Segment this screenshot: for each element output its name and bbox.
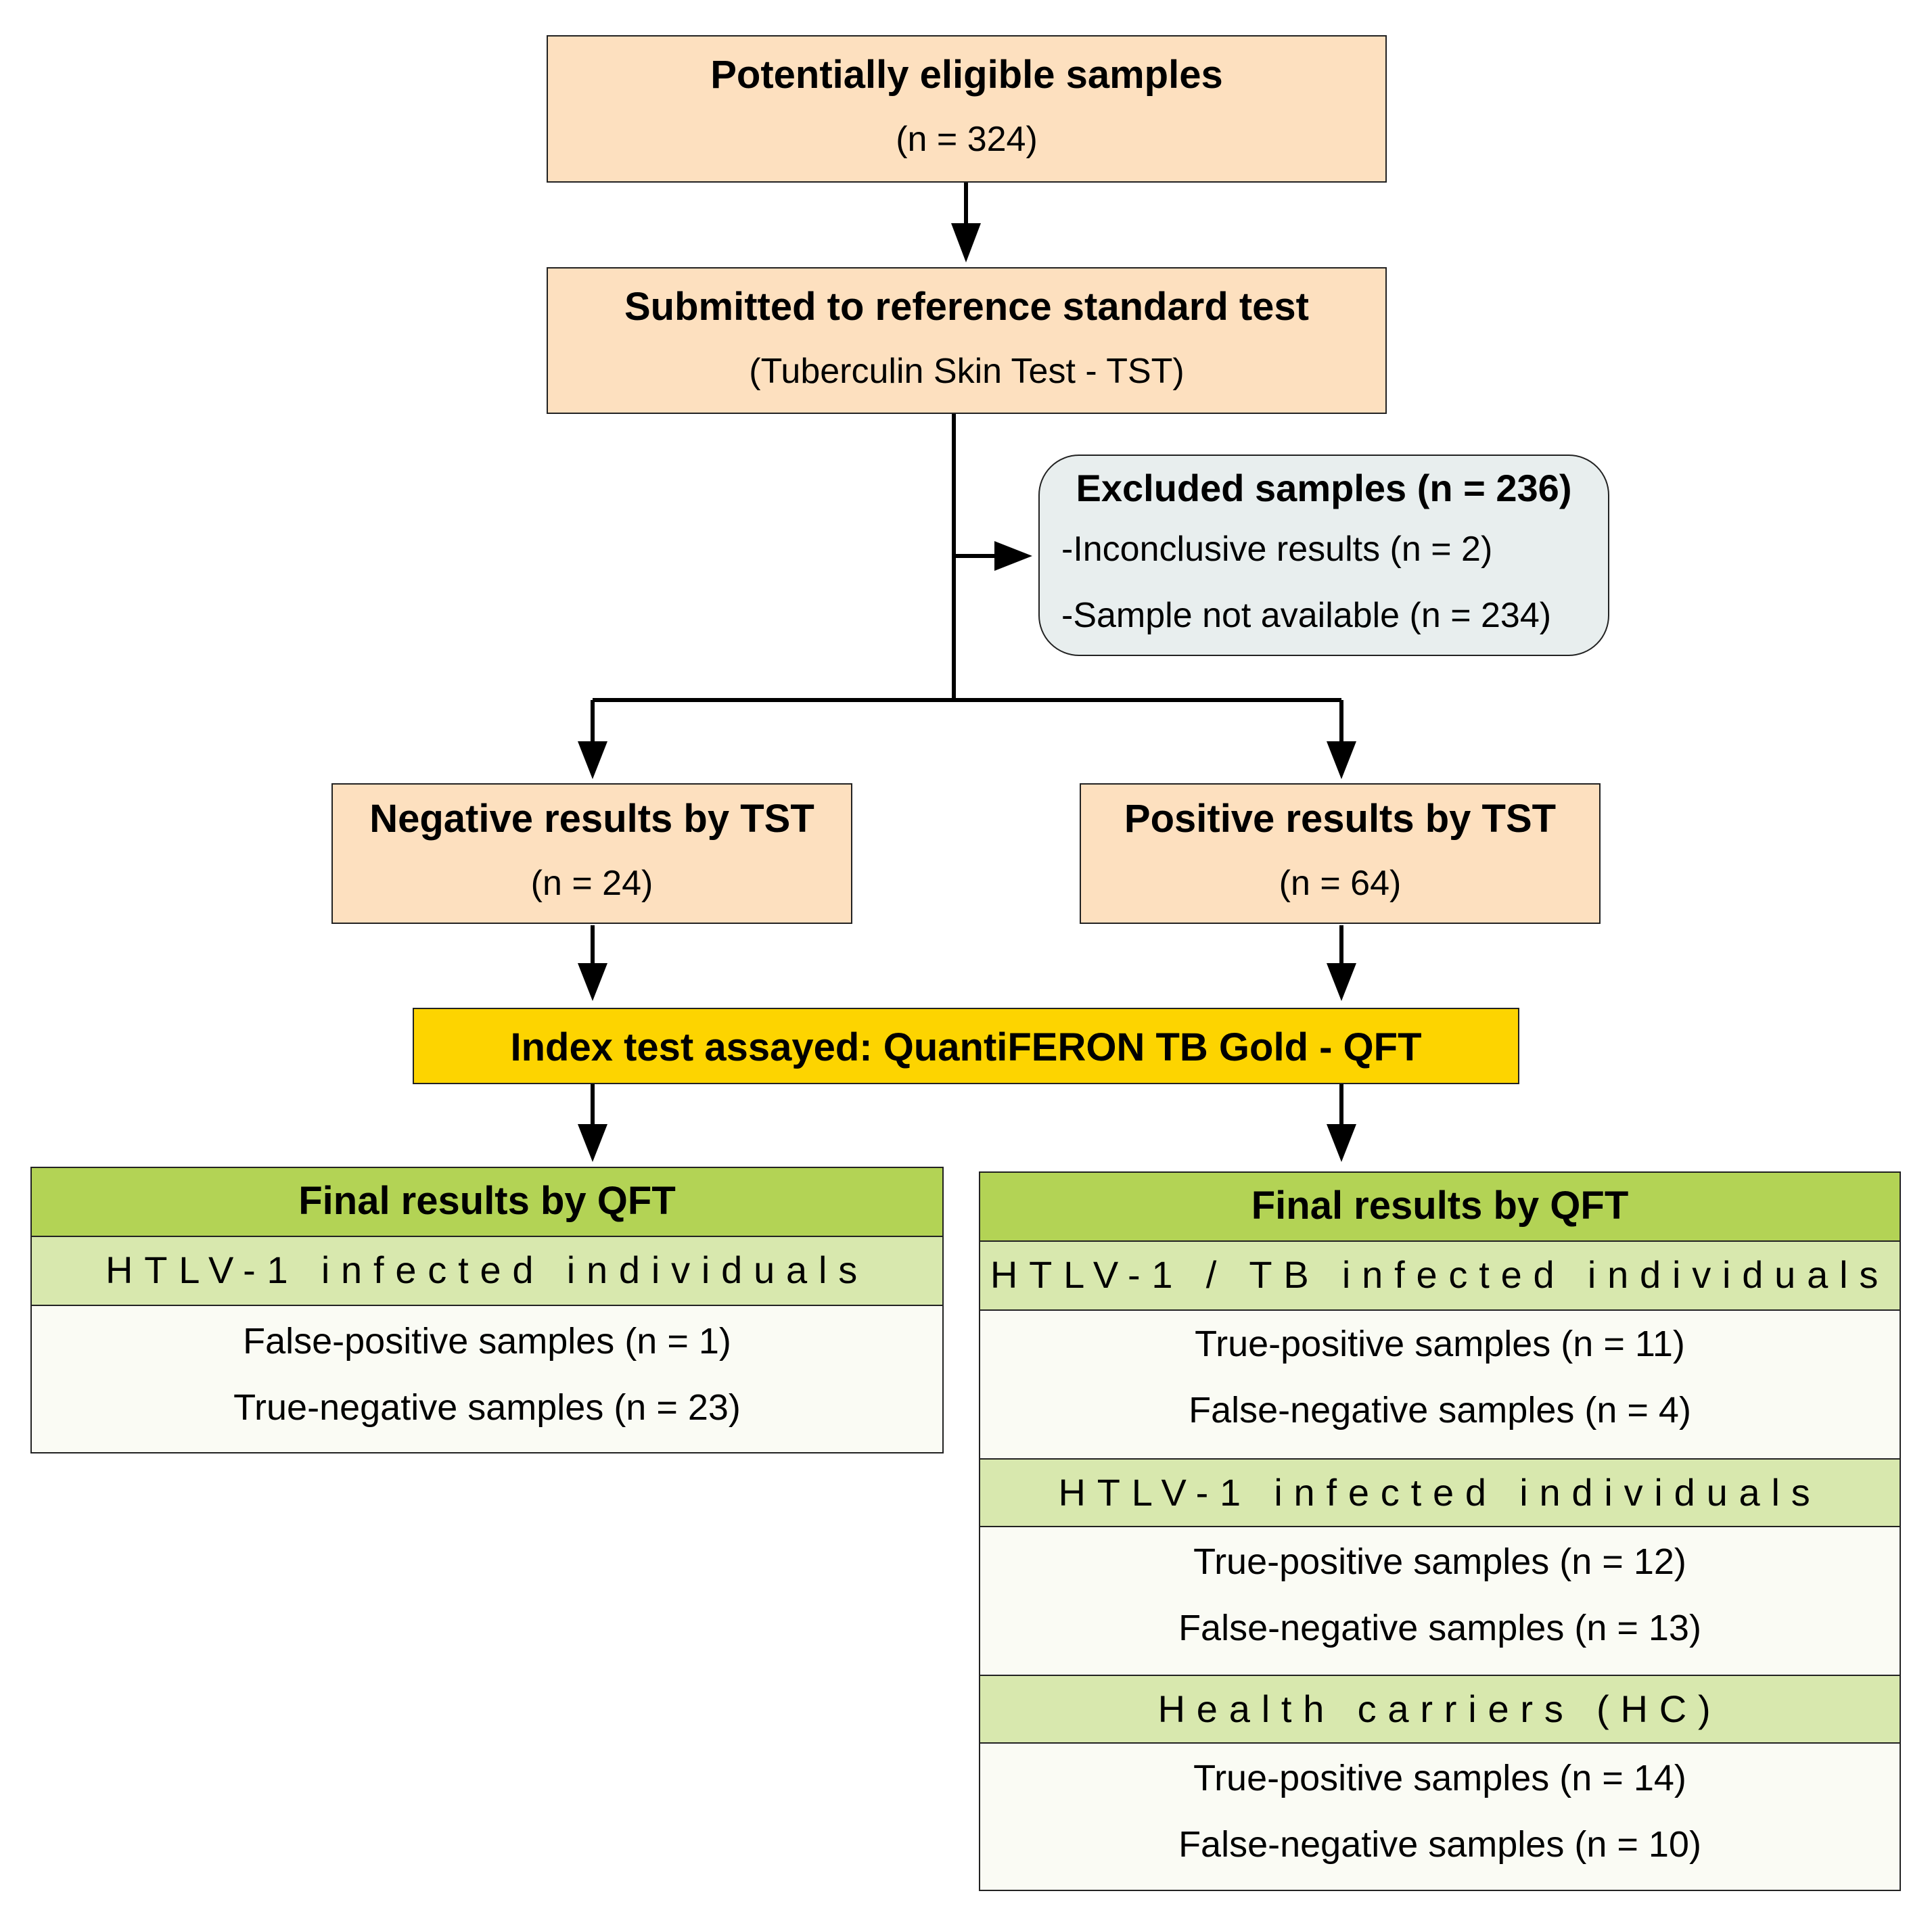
negative-results-box: Negative results by TST (n = 24)	[331, 783, 852, 924]
positive-results-title: Positive results by TST	[1124, 797, 1557, 841]
reference-test-box: Submitted to reference standard test (Tu…	[547, 267, 1387, 414]
right-hc-true-positive: True-positive samples (n = 14)	[1193, 1758, 1686, 1798]
left-result-true-negative: True-negative samples (n = 23)	[233, 1387, 741, 1428]
eligible-samples-count: (n = 324)	[896, 120, 1038, 159]
right-group-htlv1-tb: HTLV-1 / TB infected individuals	[980, 1242, 1900, 1311]
excluded-inconclusive: -Inconclusive results (n = 2)	[1061, 530, 1493, 569]
index-test-box: Index test assayed: QuantiFERON TB Gold …	[413, 1008, 1519, 1084]
excluded-samples-box: Excluded samples (n = 236) -Inconclusive…	[1038, 455, 1609, 656]
right-group-health-carriers: Health carriers (HC)	[980, 1675, 1900, 1744]
index-test-label: Index test assayed: QuantiFERON TB Gold …	[510, 1025, 1422, 1069]
positive-results-box: Positive results by TST (n = 64)	[1080, 783, 1601, 924]
left-group-htlv1: HTLV-1 infected individuals	[32, 1237, 942, 1306]
negative-results-count: (n = 24)	[530, 864, 653, 903]
excluded-samples-title: Excluded samples (n = 236)	[1076, 467, 1572, 509]
eligible-samples-box: Potentially eligible samples (n = 324)	[547, 35, 1387, 183]
reference-test-title: Submitted to reference standard test	[624, 285, 1309, 329]
negative-results-title: Negative results by TST	[369, 797, 814, 841]
left-results-panel: Final results by QFT HTLV-1 infected ind…	[30, 1167, 944, 1453]
right-results-panel: Final results by QFT HTLV-1 / TB infecte…	[979, 1171, 1901, 1891]
right-group-htlv1: HTLV-1 infected individuals	[980, 1458, 1900, 1527]
eligible-samples-title: Potentially eligible samples	[710, 53, 1223, 97]
left-result-false-positive: False-positive samples (n = 1)	[243, 1321, 731, 1362]
right-htlv1-true-positive: True-positive samples (n = 12)	[1193, 1541, 1686, 1582]
right-hc-false-negative: False-negative samples (n = 10)	[1178, 1824, 1701, 1865]
reference-test-subtitle: (Tuberculin Skin Test - TST)	[749, 352, 1184, 391]
left-panel-header: Final results by QFT	[32, 1168, 942, 1237]
right-panel-header: Final results by QFT	[980, 1173, 1900, 1242]
right-htlv1-false-negative: False-negative samples (n = 13)	[1178, 1608, 1701, 1648]
excluded-not-available: -Sample not available (n = 234)	[1061, 596, 1552, 635]
positive-results-count: (n = 64)	[1279, 864, 1402, 903]
right-htlv1-tb-true-positive: True-positive samples (n = 11)	[1195, 1324, 1685, 1364]
right-htlv1-tb-false-negative: False-negative samples (n = 4)	[1189, 1390, 1691, 1430]
